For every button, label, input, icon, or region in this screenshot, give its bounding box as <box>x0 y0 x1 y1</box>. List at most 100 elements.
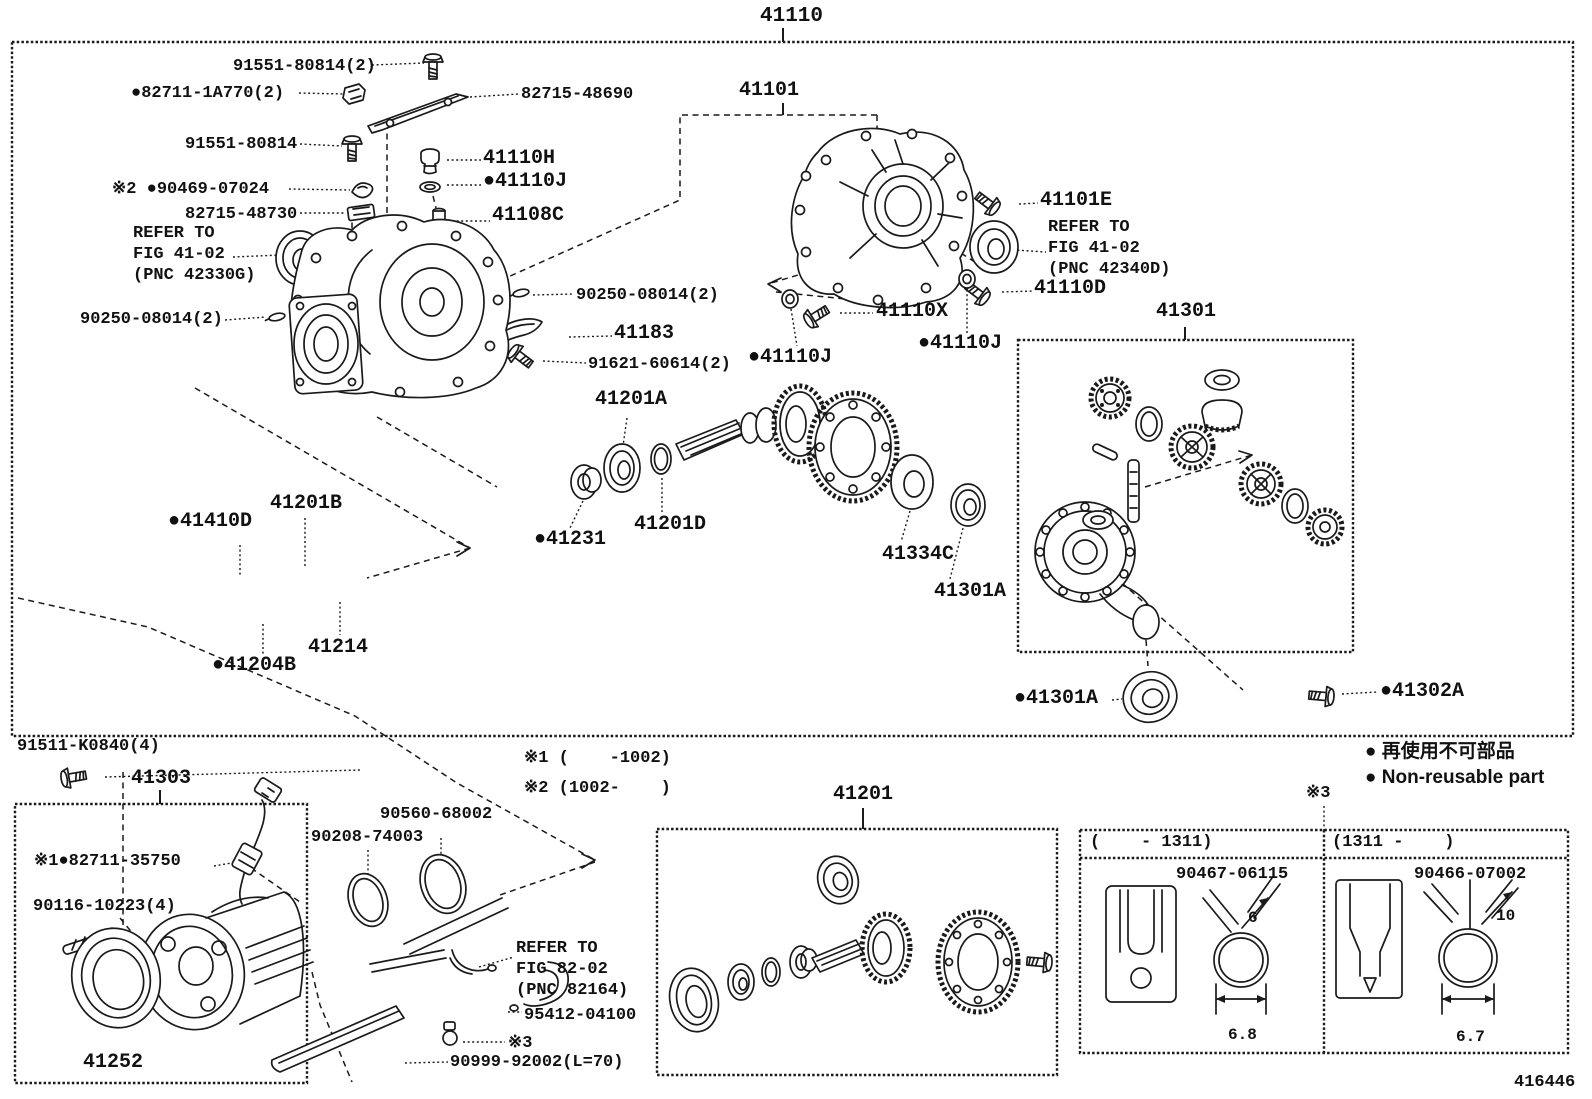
gasket-41110j-icon <box>419 181 441 193</box>
clamp-90467-side-drawing <box>1202 877 1281 1015</box>
part-label-91551-80814-2: 91551-80814(2) <box>233 57 376 76</box>
dim-width-left: 6.8 <box>1228 1026 1257 1044</box>
part-label-41231: ●41231 <box>534 528 607 551</box>
table-period-right: (1311 - ) <box>1332 833 1455 852</box>
bolt-41110x-icon <box>799 299 834 332</box>
bolt-41201-icon <box>1025 950 1054 975</box>
diff-case-drawing <box>1034 501 1160 640</box>
part-label-41301a-lower: ●41301A <box>1014 687 1099 710</box>
hose-95412-drawing <box>509 961 569 1012</box>
part-label-41110j-right: ●41110J <box>918 332 1003 355</box>
clamp-note3-icon <box>442 1021 458 1046</box>
plug-41110h-icon <box>420 148 440 175</box>
washer-41334c-icon <box>890 454 934 510</box>
seal-42340d-icon <box>969 220 1019 274</box>
part-label-82715-48690: 82715-48690 <box>521 85 634 104</box>
dim-width-right: 6.7 <box>1456 1028 1485 1046</box>
part-label-41201b: 41201B <box>270 492 343 515</box>
spec-table-frame <box>1078 806 1570 1055</box>
part-label-41201a: 41201A <box>595 388 668 411</box>
part-label-41201: 41201 <box>833 783 894 806</box>
note-3-table: ※3 <box>1306 784 1331 803</box>
refer-note-42340d: REFER TO FIG 41-02 (PNC 42340D) <box>1048 218 1171 279</box>
pinion-shaft-drawing <box>675 383 829 465</box>
clip-82711-icon <box>342 83 366 105</box>
part-label-41110j-left: ●41110J <box>748 346 833 369</box>
table-part-90466-07002: 90466-07002 <box>1414 865 1527 884</box>
legend-non-reusable-jp: ● 再使用不可部品 <box>1365 741 1515 762</box>
part-label-41201d: 41201D <box>634 513 707 536</box>
part-label-90116-10223: 90116-10223(4) <box>33 897 176 916</box>
part-label-41110j-top: ●41110J <box>483 170 568 193</box>
housing-41110-drawing <box>288 214 511 399</box>
figure-code: 416446 <box>1514 1073 1576 1092</box>
part-label-41301: 41301 <box>1156 300 1217 323</box>
seal-41252-icon <box>70 927 162 1029</box>
part-label-41214: 41214 <box>308 636 369 659</box>
dim-dia-right: 10 <box>1496 907 1516 925</box>
part-label-90208-74003: 90208-74003 <box>311 828 424 847</box>
part-label-82715-48730: 82715-48730 <box>185 205 298 224</box>
main-part-number: 41110 <box>760 5 824 28</box>
part-label-95412-04100: 95412-04100 <box>524 1006 637 1025</box>
table-part-90467-06115: 90467-06115 <box>1176 865 1289 884</box>
note-1: ※1 ( -1002) <box>524 749 671 768</box>
part-label-41108c: 41108C <box>492 204 565 227</box>
part-label-90560-68002: 90560-68002 <box>380 805 493 824</box>
part-label-82711-1a770: ●82711-1A770(2) <box>131 84 285 103</box>
snapring-41201d-icon <box>650 443 672 475</box>
oring-90560-icon <box>419 853 467 915</box>
part-label-90250-08014-right: 90250-08014(2) <box>576 286 719 305</box>
box-41303 <box>13 790 309 1085</box>
part-label-41183: 41183 <box>614 322 675 345</box>
carrier-41101-drawing <box>790 127 975 309</box>
part-label-41302a: ●41302A <box>1380 680 1465 703</box>
diff-kit-41301-drawing <box>1082 369 1345 547</box>
bolt-91621-icon <box>503 340 538 374</box>
legend-non-reusable-en: ● Non-reusable part <box>1365 767 1545 788</box>
part-label-91621-60614: 91621-60614(2) <box>588 355 731 374</box>
part-label-90250-08014-left: 90250-08014(2) <box>80 310 223 329</box>
main-frame <box>10 28 1575 738</box>
part-label-41101e: 41101E <box>1040 189 1113 212</box>
pipe-fig82-drawing <box>369 897 509 975</box>
bolt-91511-icon <box>58 764 89 791</box>
part-label-41410d: ●41410D <box>168 510 253 533</box>
part-label-41252: 41252 <box>83 1051 144 1074</box>
refer-note-42330g: REFER TO FIG 41-02 (PNC 42330G) <box>133 224 256 285</box>
pin-90250-left-icon <box>263 311 287 324</box>
table-period-left: ( - 1311) <box>1090 833 1213 852</box>
part-label-91551-80814: 91551-80814 <box>185 135 298 154</box>
part-label-82711-35750: ※1●82711-35750 <box>34 852 181 871</box>
bolt-91551-icon <box>341 135 363 162</box>
part-label-90999-92002: 90999-92002(L=70) <box>450 1053 624 1072</box>
part-label-41110h: 41110H <box>483 147 556 170</box>
leader-lines <box>104 62 1378 1064</box>
bolt-41302a-icon <box>1307 684 1336 709</box>
pin-90250-right-icon <box>507 287 531 300</box>
bearing-41201a-icon <box>603 443 641 493</box>
dim-dia-left: 6 <box>1248 909 1258 927</box>
oring-90208-icon <box>347 872 389 928</box>
tube-90999-drawing <box>270 1005 405 1073</box>
part-label-41110x: 41110X <box>876 300 949 323</box>
gasket-41110j-left-icon <box>781 289 799 309</box>
part-label-41334c: 41334C <box>882 543 955 566</box>
clamp-90466-front-drawing <box>1335 879 1403 999</box>
bolt-41101e-icon <box>970 186 1005 220</box>
part-label-41101: 41101 <box>739 79 800 102</box>
part-label-41110d: 41110D <box>1034 277 1107 300</box>
part-label-90469-07024: ※2 ●90469-07024 <box>112 180 270 199</box>
washer-41110j-right-icon <box>958 269 976 289</box>
note-3-mid: ※3 <box>508 1034 533 1053</box>
note-2: ※2 (1002- ) <box>524 779 671 798</box>
clip-82715-48730-icon <box>346 203 376 222</box>
box-41201 <box>655 808 1059 1077</box>
bracket-82715-48690-icon <box>367 93 469 134</box>
bolt-91551-top-icon <box>422 53 444 80</box>
part-label-41301a: 41301A <box>934 580 1007 603</box>
part-label-91511-k0840: 91511-K0840(4) <box>17 737 160 756</box>
gear-kit-41201-drawing <box>668 855 1021 1033</box>
